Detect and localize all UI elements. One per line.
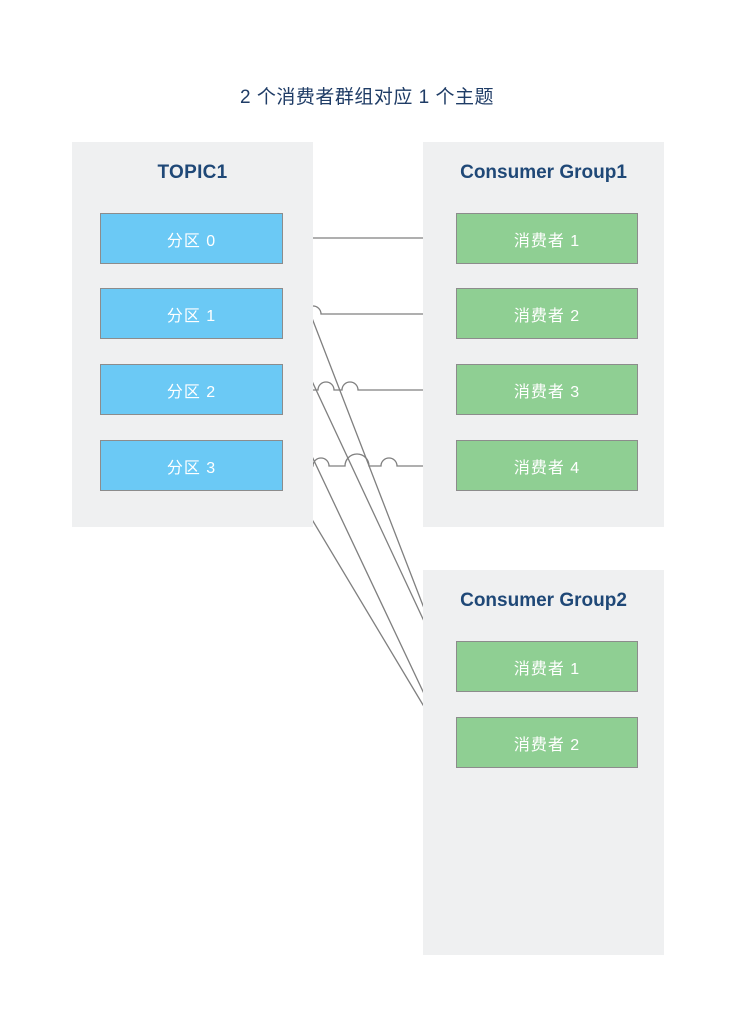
partition-box-0[interactable]: 分区 0 <box>100 213 283 264</box>
partition-box-2[interactable]: 分区 2 <box>100 364 283 415</box>
group1-consumer-box-4[interactable]: 消费者 4 <box>456 440 638 491</box>
partition-box-3[interactable]: 分区 3 <box>100 440 283 491</box>
group1-consumer-box-3[interactable]: 消费者 3 <box>456 364 638 415</box>
consumer-group1-heading: Consumer Group1 <box>460 162 627 183</box>
diagram-title: 2 个消费者群组对应 1 个主题 <box>240 87 494 108</box>
topic-heading: TOPIC1 <box>157 162 228 183</box>
group1-consumer-box-1[interactable]: 消费者 1 <box>456 213 638 264</box>
group2-consumer-box-1[interactable]: 消费者 1 <box>456 641 638 692</box>
group1-consumer-box-2[interactable]: 消费者 2 <box>456 288 638 339</box>
partition-box-1[interactable]: 分区 1 <box>100 288 283 339</box>
group2-consumer-box-2[interactable]: 消费者 2 <box>456 717 638 768</box>
consumer-group2-heading: Consumer Group2 <box>460 590 627 611</box>
